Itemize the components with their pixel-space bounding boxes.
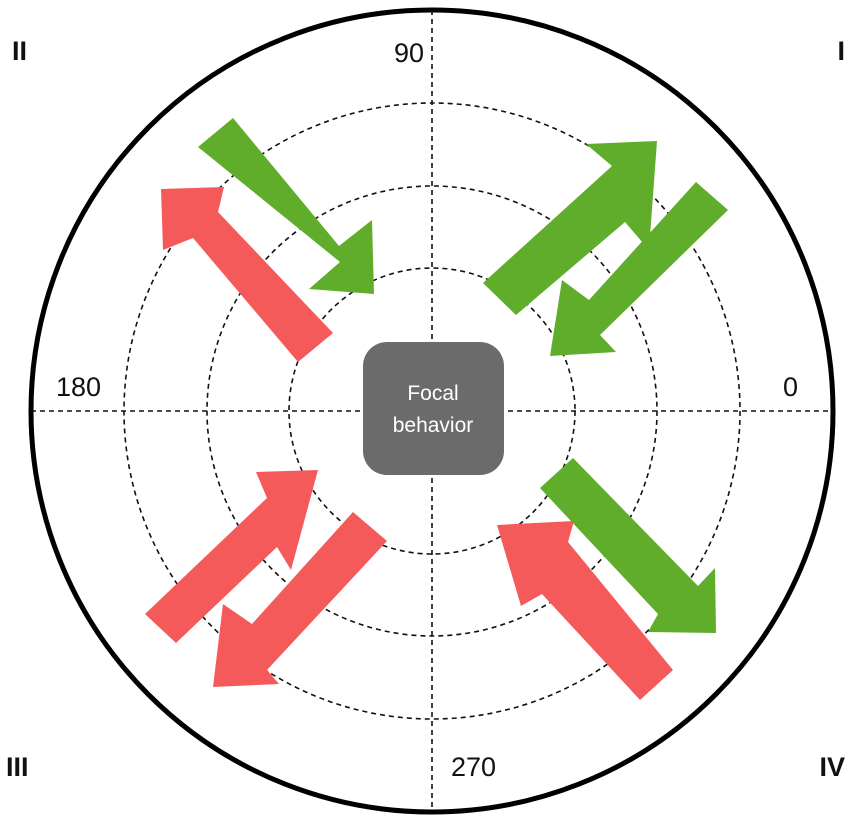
arrow-q1-green-outward bbox=[483, 141, 657, 315]
quadrant-label-iv: IV bbox=[819, 752, 845, 782]
quadrant-label-iii: III bbox=[6, 752, 29, 782]
angle-label-0: 0 bbox=[783, 372, 798, 402]
arrow-q1-green-inward bbox=[550, 182, 728, 356]
arrow-q2-green-inward bbox=[198, 118, 374, 294]
angle-label-180: 180 bbox=[56, 372, 101, 402]
angle-label-90: 90 bbox=[394, 38, 424, 68]
arrow-q2-red-outward bbox=[161, 187, 333, 362]
focal-behavior-line2: behavior bbox=[393, 414, 474, 437]
angle-label-270: 270 bbox=[451, 752, 496, 782]
focal-behavior-line1: Focal bbox=[407, 382, 458, 405]
quadrant-label-ii: II bbox=[12, 36, 27, 66]
focal-behavior-box bbox=[363, 342, 504, 475]
arrow-q3-red-outward bbox=[145, 470, 318, 643]
arrow-q4-red-inward bbox=[497, 521, 673, 700]
arrow-q3-red-inward bbox=[213, 512, 387, 687]
arrow-q4-green-outward bbox=[540, 458, 716, 633]
quadrant-label-i: I bbox=[837, 36, 845, 66]
